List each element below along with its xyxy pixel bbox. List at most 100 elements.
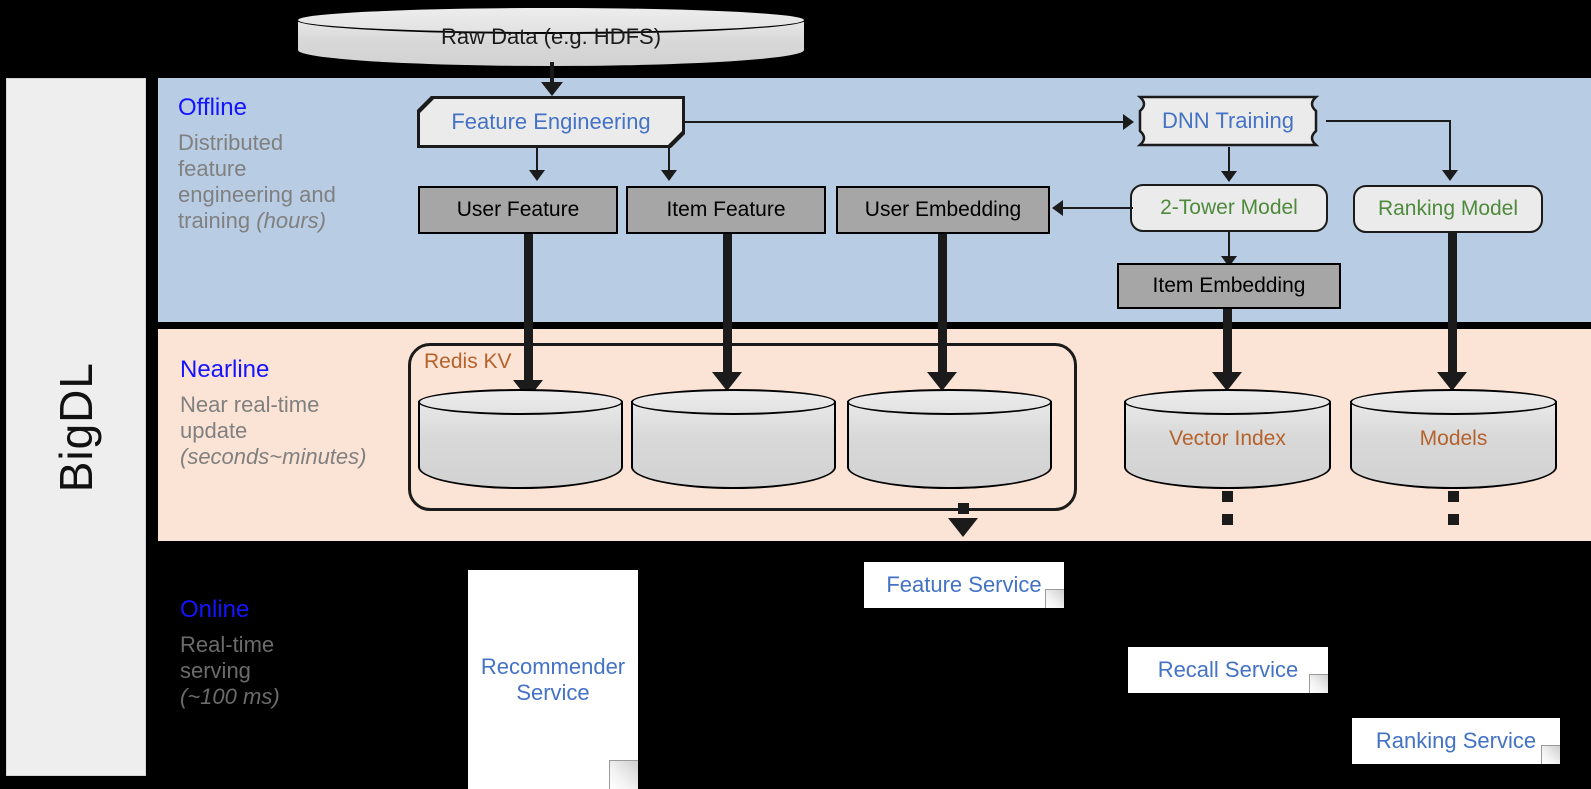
ranking-service-label: Ranking Service <box>1375 728 1537 753</box>
connector-dnn-to-ranking-h <box>1326 120 1451 122</box>
feature-engineering-node[interactable]: Feature Engineering <box>420 99 682 145</box>
dnn-training-node[interactable]: DNN Training <box>1130 95 1326 147</box>
cylinder-top <box>1350 389 1557 415</box>
item-embedding-label: Item Embedding <box>1152 274 1306 298</box>
redis-user-feature-store[interactable] <box>418 389 623 489</box>
online-subtitle: Real-time serving (~100 ms) <box>180 632 395 710</box>
bigdl-framework-panel: BigDL <box>6 78 146 776</box>
connector-dnn-to-ranking-v <box>1449 120 1451 172</box>
ranking-model-node[interactable]: Ranking Model <box>1353 185 1543 233</box>
offline-sub-italic: (hours) <box>256 207 326 233</box>
cylinder-top <box>1124 389 1331 415</box>
ranking-model-label: Ranking Model <box>1377 197 1519 221</box>
offline-caption: Offline Distributed feature engineering … <box>178 96 393 234</box>
arrow-fe-to-userfeature <box>529 170 545 181</box>
feature-service-node[interactable]: Feature Service <box>864 562 1064 608</box>
page-fold-icon <box>1541 745 1560 764</box>
arrow-pipe-item-embedding <box>1212 372 1242 391</box>
offline-sub-l3: engineering and <box>178 181 336 207</box>
raw-data-label: Raw Data (e.g. HDFS) <box>440 24 662 49</box>
user-embedding-node[interactable]: User Embedding <box>836 186 1050 234</box>
connector-twotower-to-itemembedding <box>1228 232 1230 260</box>
user-embedding-label: User Embedding <box>864 198 1022 222</box>
online-title: Online <box>180 596 250 623</box>
nearline-sub-l2: update <box>180 417 248 443</box>
pipe-user-feature <box>524 234 533 389</box>
bigdl-label: BigDL <box>50 361 102 493</box>
nearline-sub-l1: Near real-time <box>180 392 320 417</box>
models-store[interactable]: Models <box>1350 389 1557 489</box>
user-feature-node[interactable]: User Feature <box>418 186 618 234</box>
cylinder-top <box>847 389 1052 415</box>
arrow-fe-to-dnn <box>1123 114 1134 130</box>
vector-index-store[interactable]: Vector Index <box>1124 389 1331 489</box>
offline-sub-l2: feature <box>178 155 247 181</box>
feature-engineering-label: Feature Engineering <box>451 108 651 134</box>
nearline-subtitle: Near real-time update (seconds~minutes) <box>180 392 395 470</box>
dnn-training-label: DNN Training <box>1161 108 1295 133</box>
pipe-ranking-model <box>1448 233 1457 381</box>
online-sub-l2: serving <box>180 657 251 683</box>
connector-dnn-to-twotower <box>1228 147 1230 173</box>
dash-recall-service-1 <box>1222 491 1233 502</box>
item-feature-label: Item Feature <box>666 198 786 222</box>
offline-sub-l1: Distributed <box>178 130 284 155</box>
arrow-dnn-to-ranking <box>1442 170 1458 181</box>
offline-title: Offline <box>178 94 247 121</box>
arrow-pipe-user-embedding <box>927 372 957 391</box>
connector-fe-to-dnn <box>685 121 1125 123</box>
redis-item-feature-store[interactable] <box>631 389 836 489</box>
cylinder-top <box>296 6 806 34</box>
vector-index-label: Vector Index <box>1169 427 1286 450</box>
item-embedding-node[interactable]: Item Embedding <box>1117 263 1341 309</box>
cylinder-body <box>1350 401 1557 489</box>
nearline-sub-italic: (seconds~minutes) <box>180 443 367 469</box>
recommender-service-node[interactable]: Recommender Service <box>468 570 638 789</box>
item-feature-node[interactable]: Item Feature <box>626 186 826 234</box>
arrow-rawdata-to-fe <box>541 82 563 96</box>
cylinder-top <box>418 389 623 415</box>
redis-kv-label: Redis KV <box>424 350 512 373</box>
recommender-service-line2: Service <box>516 679 590 705</box>
raw-data-cylinder[interactable]: Raw Data (e.g. HDFS) <box>296 6 806 68</box>
feature-service-label: Feature Service <box>886 572 1042 597</box>
recall-service-label: Recall Service <box>1157 657 1299 682</box>
arrow-feature-service <box>948 518 978 537</box>
cylinder-body <box>418 401 623 489</box>
two-tower-model-label: 2-Tower Model <box>1160 196 1298 220</box>
connector-twotower-to-userembedding <box>1063 207 1133 209</box>
arrow-twotower-to-userembedding <box>1052 200 1063 216</box>
pipe-item-feature <box>723 234 732 381</box>
cylinder-top <box>631 389 836 415</box>
recommender-service-line1: Recommender <box>480 653 626 679</box>
online-caption: Online Real-time serving (~100 ms) <box>180 598 395 710</box>
nearline-caption: Nearline Near real-time update (seconds~… <box>180 358 395 470</box>
ranking-service-node[interactable]: Ranking Service <box>1352 718 1560 764</box>
recall-service-node[interactable]: Recall Service <box>1128 647 1328 693</box>
dash-feature-service-1 <box>958 503 969 514</box>
offline-subtitle: Distributed feature engineering and trai… <box>178 130 393 234</box>
cylinder-body <box>1124 401 1331 489</box>
connector-rawdata-to-fe <box>550 62 554 86</box>
dnn-training-label-wrap: DNN Training <box>1130 95 1326 147</box>
two-tower-model-node[interactable]: 2-Tower Model <box>1130 184 1328 232</box>
arrow-dnn-to-twotower <box>1221 171 1237 182</box>
pipe-item-embedding <box>1223 309 1232 381</box>
online-sub-l1: Real-time <box>180 632 275 657</box>
dnn-training-shape <box>1136 95 1320 147</box>
page-fold-icon <box>1309 674 1328 693</box>
arrow-twotower-to-itemembedding <box>1221 256 1237 267</box>
recommender-service-label: Recommender Service <box>481 654 625 706</box>
redis-user-embedding-store[interactable] <box>847 389 1052 489</box>
cylinder-body <box>847 401 1052 489</box>
connector-fe-to-itemfeature <box>668 146 670 172</box>
dash-ranking-service-2 <box>1448 514 1459 525</box>
offline-sub-l4: training <box>178 207 257 233</box>
arrow-pipe-ranking-model <box>1437 372 1467 391</box>
pipe-user-embedding <box>938 234 947 381</box>
models-label: Models <box>1419 427 1488 450</box>
redis-kv-group[interactable] <box>408 343 1077 511</box>
dash-ranking-service-1 <box>1448 491 1459 502</box>
nearline-title: Nearline <box>180 356 270 383</box>
